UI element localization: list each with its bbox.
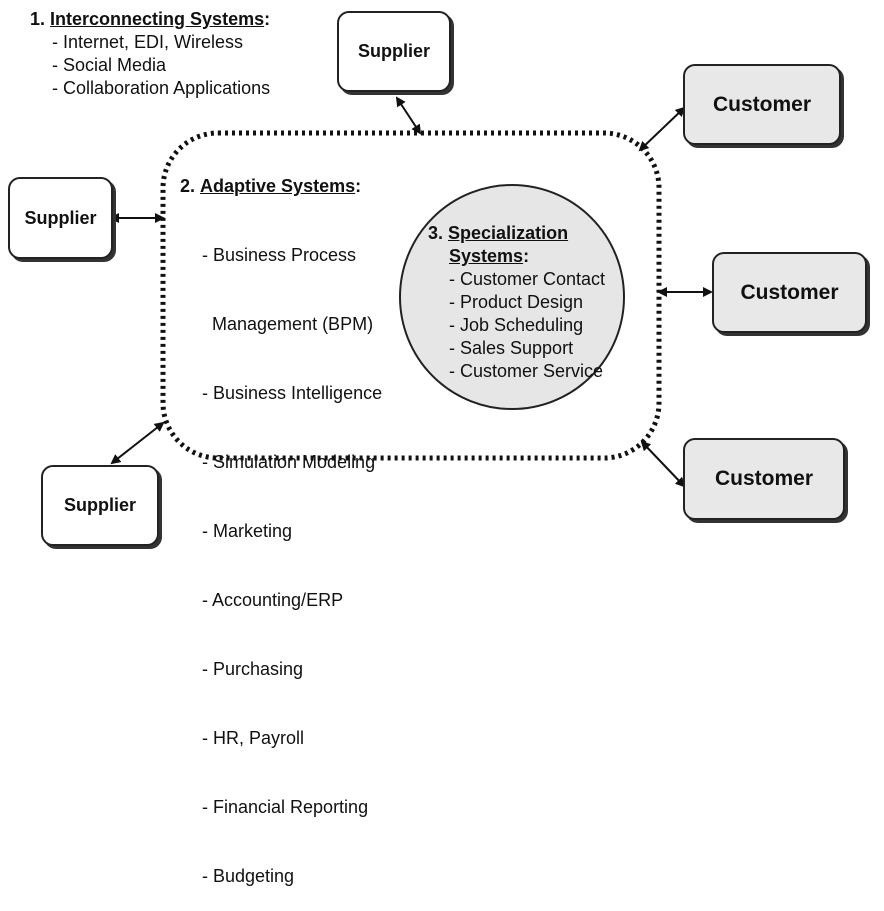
adaptive-heading: 2. Adaptive Systems: <box>180 176 362 196</box>
list-item: - Accounting/ERP <box>202 590 344 610</box>
list-item: - Business Intelligence <box>202 383 383 403</box>
list-item: - Job Scheduling <box>449 315 584 335</box>
list-item: - Internet, EDI, Wireless <box>52 32 244 52</box>
customer-box-bottom: Customer <box>683 438 845 520</box>
customer-box-top: Customer <box>683 64 841 145</box>
interconnecting-list: - Internet, EDI, Wireless - Social Media… <box>52 31 270 100</box>
customer-label: Customer <box>712 92 812 116</box>
specialization-title-line2: Systems <box>449 246 524 266</box>
list-item: - Purchasing <box>202 659 304 679</box>
connector-customer-top <box>638 106 686 152</box>
supplier-label: Supplier <box>24 207 97 228</box>
list-item: - Customer Service <box>449 361 604 381</box>
list-item: - HR, Payroll <box>202 728 305 748</box>
specialization-number: 3. <box>428 223 444 243</box>
adaptive-title: Adaptive Systems <box>200 176 356 196</box>
system-boundary <box>160 130 662 461</box>
list-item: - Business Process <box>202 245 357 265</box>
customer-label: Customer <box>714 467 814 490</box>
list-item: - Social Media <box>52 55 167 75</box>
adaptive-list: - Business Process Management (BPM) - Bu… <box>202 198 382 911</box>
interconnecting-number: 1. <box>30 9 46 29</box>
connector-supplier-bottom <box>110 421 165 465</box>
specialization-heading-line2: Systems: <box>449 246 530 266</box>
diagram-canvas <box>109 96 713 488</box>
list-item: - Product Design <box>449 292 584 312</box>
supplier-box-left: Supplier <box>8 177 113 259</box>
list-item: - Marketing <box>202 521 293 541</box>
customer-label: Customer <box>740 280 839 304</box>
connector-customer-bottom <box>640 440 686 488</box>
list-item: Management (BPM) <box>202 314 374 334</box>
specialization-heading: 3. Specialization <box>428 222 568 245</box>
list-item: - Budgeting <box>202 866 295 886</box>
list-item: - Simulation Modeling <box>202 452 376 472</box>
list-item: - Financial Reporting <box>202 797 369 817</box>
interconnecting-heading: 1. Interconnecting Systems: <box>30 9 271 29</box>
connector-supplier-top <box>395 96 422 135</box>
list-item: - Collaboration Applications <box>52 78 271 98</box>
supplier-box-bottom: Supplier <box>41 465 159 546</box>
supplier-label: Supplier <box>357 41 430 61</box>
specialization-circle <box>399 184 625 410</box>
adaptive-number: 2. <box>180 176 196 196</box>
supplier-box-top: Supplier <box>337 11 451 92</box>
list-item: - Customer Contact <box>449 269 606 289</box>
specialization-title-line1: Specialization <box>448 223 569 243</box>
specialization-list: - Customer Contact - Product Design - Jo… <box>449 268 605 383</box>
customer-box-middle: Customer <box>712 252 867 333</box>
supplier-label: Supplier <box>63 495 136 515</box>
interconnecting-title: Interconnecting Systems <box>50 9 265 29</box>
list-item: - Sales Support <box>449 338 574 358</box>
